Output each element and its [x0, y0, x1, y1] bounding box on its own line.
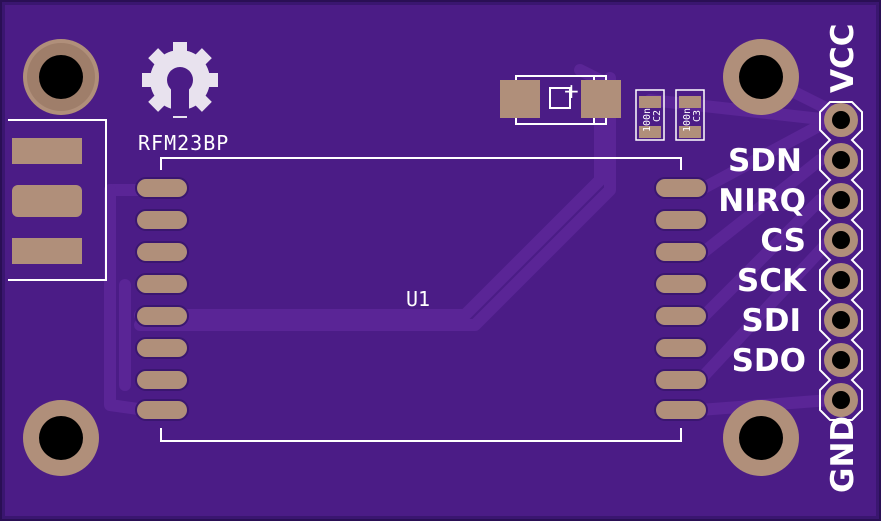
module-pad — [654, 399, 708, 421]
module-outline-bottom — [160, 428, 682, 442]
mounting-hole-br — [723, 400, 799, 476]
capacitor-c2: 100n C2 — [635, 89, 665, 141]
antenna-connector — [8, 119, 107, 281]
c2-pad-bottom — [639, 126, 661, 138]
polarity-mark: + — [563, 79, 580, 103]
c3-ref-label: C3 — [692, 110, 703, 122]
pin-label-cs: CS — [760, 223, 806, 259]
pin-label-sdo: SDO — [732, 343, 806, 379]
header-pin — [824, 263, 858, 297]
mounting-hole-bl — [23, 400, 99, 476]
header-pin — [824, 303, 858, 337]
module-pad — [135, 273, 189, 295]
antenna-pad-top — [12, 138, 82, 164]
module-pad — [654, 273, 708, 295]
module-pad — [135, 337, 189, 359]
module-pad — [135, 369, 189, 391]
module-ref-label: U1 — [406, 287, 430, 311]
c3-value-label: 100n — [682, 108, 693, 132]
header-pin — [824, 183, 858, 217]
antenna-pad-bottom — [12, 238, 82, 264]
open-source-hardware-gear-icon — [142, 42, 218, 118]
header-pin — [824, 223, 858, 257]
pin-header-outline — [819, 101, 863, 421]
module-pads-left — [135, 177, 189, 421]
pin-header — [824, 103, 858, 417]
module-pad — [135, 305, 189, 327]
pin-label-sdn: SDN — [728, 143, 802, 179]
module-name-label: RFM23BP — [138, 131, 229, 155]
module-outline-top — [160, 157, 682, 170]
pin-label-sdi: SDI — [741, 303, 801, 339]
module-pad — [135, 209, 189, 231]
header-pin — [824, 143, 858, 177]
pin-label-gnd: GND — [825, 416, 861, 493]
c2-pad-top — [639, 96, 661, 108]
module-pad — [654, 177, 708, 199]
capacitor-c3: 100n C3 — [675, 89, 705, 141]
c3-pad-bottom — [679, 126, 701, 138]
polarized-capacitor: + — [500, 75, 621, 125]
cap-pad-left — [500, 80, 540, 118]
antenna-pad-center — [12, 185, 82, 217]
header-pin — [824, 103, 858, 137]
module-pad — [654, 337, 708, 359]
header-pin — [824, 343, 858, 377]
module-pad — [135, 241, 189, 263]
module-pads-right — [654, 177, 708, 421]
mounting-hole-tl — [23, 39, 99, 115]
module-pad — [654, 209, 708, 231]
header-pin — [824, 383, 858, 417]
pin-label-nirq: NIRQ — [718, 183, 806, 219]
module-pad — [654, 305, 708, 327]
c2-ref-label: C2 — [652, 110, 663, 122]
mounting-hole-tr — [723, 39, 799, 115]
c3-pad-top — [679, 96, 701, 108]
pin-label-sck: SCK — [737, 263, 807, 299]
module-pad — [654, 369, 708, 391]
module-pad — [135, 177, 189, 199]
cap-pad-right — [581, 80, 621, 118]
c2-value-label: 100n — [642, 108, 653, 132]
module-pad — [135, 399, 189, 421]
pin-label-vcc: VCC — [825, 24, 861, 94]
module-pad — [654, 241, 708, 263]
